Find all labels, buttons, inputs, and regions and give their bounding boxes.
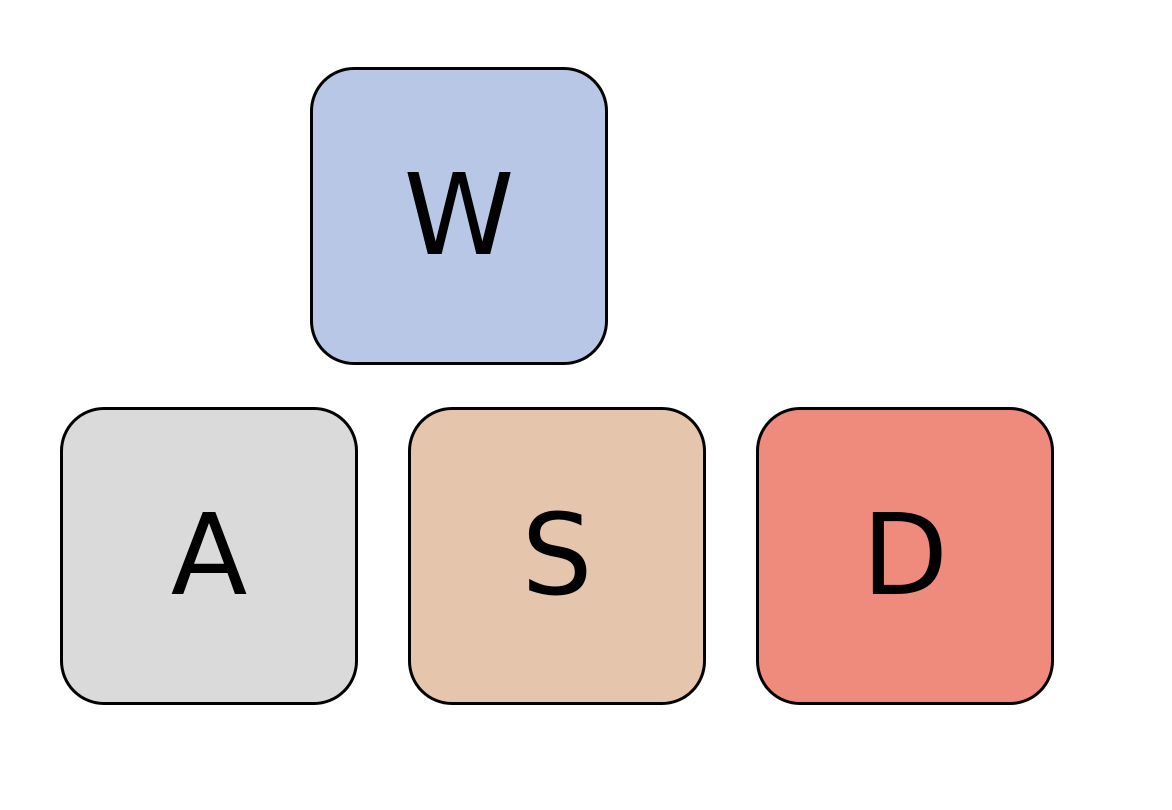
key-d: D [756,407,1054,705]
key-w-label: W [403,151,515,281]
key-w: W [310,67,608,365]
key-d-label: D [861,491,949,621]
key-a: A [60,407,358,705]
key-a-label: A [170,491,248,621]
key-s: S [408,407,706,705]
key-s-label: S [521,491,593,621]
